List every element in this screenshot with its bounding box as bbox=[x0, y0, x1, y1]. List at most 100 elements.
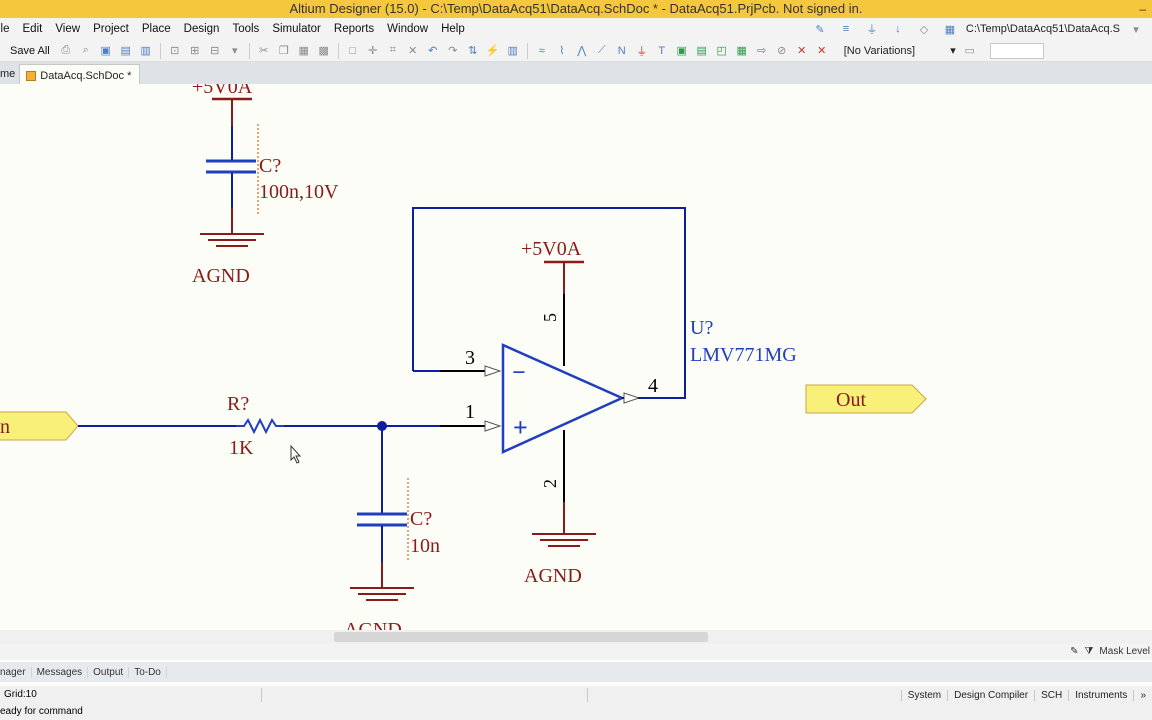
zoom-selected-icon[interactable]: ⊟ bbox=[210, 45, 220, 57]
status-field bbox=[262, 688, 588, 702]
variations-dropdown[interactable]: [No Variations] ▾ bbox=[840, 43, 960, 59]
tab-messages[interactable]: Messages bbox=[32, 666, 89, 678]
place-part-icon[interactable]: ▣ bbox=[676, 45, 687, 57]
top-cap-value: 100n,10V bbox=[259, 181, 339, 203]
place-wire-icon[interactable]: ≈ bbox=[538, 44, 545, 57]
menu-simulator[interactable]: Simulator bbox=[272, 23, 321, 35]
mask-controls: ✎ ⧩ Mask Level bbox=[1070, 646, 1150, 657]
clear-mask-icon[interactable]: ✎ bbox=[1070, 646, 1079, 657]
top-cap-designator: C? bbox=[259, 155, 281, 177]
undo-icon[interactable]: ↶ bbox=[428, 45, 438, 57]
separator bbox=[337, 42, 339, 59]
instruments-button[interactable]: Instruments bbox=[1068, 689, 1133, 701]
mouse-cursor-icon bbox=[290, 444, 302, 464]
sheet-entry-icon[interactable]: ◰ bbox=[716, 45, 727, 57]
folder-icon[interactable]: ▥ bbox=[140, 45, 151, 57]
status-bar: Grid:10 System Design Compiler SCH Instr… bbox=[0, 686, 1152, 704]
vcc-port-icon[interactable]: T bbox=[658, 44, 666, 57]
select-area-icon[interactable]: □ bbox=[349, 44, 357, 57]
chevron-down-icon[interactable]: ▾ bbox=[1133, 23, 1139, 36]
tab-to-do[interactable]: To-Do bbox=[129, 666, 167, 678]
tab-home[interactable]: me bbox=[0, 68, 16, 80]
main-toolbar: Save All ⎙ ⌕ ▣ ▤ ▥ ⊡ ⊞ ⊟ ▾ ✂ ❐ ▦ ▩ □ ✛ ⌗… bbox=[0, 40, 1152, 62]
offsheet-icon[interactable]: ⊘ bbox=[777, 45, 787, 57]
gnd-port-icon[interactable]: ⏚ bbox=[636, 45, 648, 58]
menu-view[interactable]: View bbox=[55, 23, 81, 35]
output-port[interactable] bbox=[805, 384, 927, 414]
bus-tool-icon[interactable]: ≡ bbox=[842, 23, 850, 35]
no-erc-icon[interactable]: ✕ bbox=[797, 45, 807, 57]
menu-window[interactable]: Window bbox=[387, 23, 429, 35]
netlabel-text-icon[interactable]: N bbox=[617, 44, 626, 57]
power-port-icon[interactable]: ⏚ bbox=[866, 24, 878, 36]
mask-level-button[interactable]: Mask Level bbox=[1099, 646, 1150, 657]
print-icon[interactable]: ⎙ bbox=[61, 44, 71, 56]
cross-probe-icon[interactable]: ⚡ bbox=[485, 45, 500, 57]
tab-manager[interactable]: nager bbox=[0, 666, 32, 678]
select-overlap-icon[interactable]: ⌗ bbox=[389, 44, 396, 56]
bottom-cap-value: 10n bbox=[410, 535, 440, 557]
input-port[interactable] bbox=[0, 411, 79, 441]
no-erc-alt-icon[interactable]: ✕ bbox=[817, 45, 827, 57]
menu-tools[interactable]: Tools bbox=[232, 23, 260, 35]
cut-icon[interactable]: ✂ bbox=[259, 45, 269, 57]
tab-dataacq-schdoc[interactable]: DataAcq.SchDoc * bbox=[19, 64, 141, 84]
schematic-canvas[interactable]: +5V0A C? 100n,10V AGND − + +5V0A bbox=[0, 84, 1152, 634]
opamp-pin-3: 3 bbox=[465, 347, 475, 369]
top-cap-power-label: +5V0A bbox=[192, 84, 253, 98]
scrollbar-thumb[interactable] bbox=[334, 632, 708, 642]
separator bbox=[526, 42, 528, 59]
pin-arrow-icon bbox=[623, 392, 641, 404]
system-button[interactable]: System bbox=[900, 689, 947, 701]
print-preview-icon[interactable]: ⌕ bbox=[82, 44, 89, 56]
menu-project[interactable]: Project bbox=[93, 23, 129, 35]
redo-icon[interactable]: ↷ bbox=[448, 45, 458, 57]
sch-button[interactable]: SCH bbox=[1034, 689, 1068, 701]
more-button[interactable]: » bbox=[1133, 689, 1152, 701]
variant-manager-icon[interactable]: ▭ bbox=[964, 45, 975, 57]
wire-tool-icon[interactable]: ✎ bbox=[815, 23, 825, 36]
zoom-dropdown-icon[interactable]: ▾ bbox=[231, 45, 238, 57]
horizontal-scrollbar[interactable] bbox=[0, 630, 1152, 644]
menu-place[interactable]: Place bbox=[141, 23, 171, 35]
directive-icon[interactable]: ◇ bbox=[919, 23, 929, 36]
opamp-plus-sign: + bbox=[513, 413, 528, 442]
resistor-designator: R? bbox=[227, 393, 249, 415]
menu-help[interactable]: Help bbox=[441, 23, 465, 35]
design-compiler-button[interactable]: Design Compiler bbox=[947, 689, 1034, 701]
menu-design[interactable]: Design bbox=[183, 23, 220, 35]
open-project-icon[interactable]: ▣ bbox=[100, 45, 111, 57]
device-sheet-icon[interactable]: ▦ bbox=[736, 45, 747, 57]
tab-output[interactable]: Output bbox=[88, 666, 130, 678]
sheet-symbol-icon[interactable]: ▤ bbox=[696, 45, 707, 57]
place-bus-icon[interactable]: ⌇ bbox=[559, 45, 565, 57]
browse-library-icon[interactable]: ▥ bbox=[507, 45, 518, 57]
zoom-area-icon[interactable]: ⊞ bbox=[190, 45, 200, 57]
open-doc-icon[interactable]: ▤ bbox=[120, 45, 131, 57]
opamp-minus-sign: − bbox=[512, 360, 526, 386]
move-icon[interactable]: ✛ bbox=[368, 45, 378, 57]
menu-file[interactable]: ile bbox=[0, 23, 10, 35]
net-label-icon[interactable]: ⟋ bbox=[597, 44, 606, 56]
port-icon[interactable]: ⇨ bbox=[757, 45, 767, 57]
copy-icon[interactable]: ❐ bbox=[278, 45, 289, 57]
filter-icon[interactable]: ⧩ bbox=[1084, 646, 1094, 657]
save-all-button[interactable]: Save All bbox=[10, 44, 50, 57]
zoom-fit-icon[interactable]: ⊡ bbox=[170, 45, 180, 57]
project-path[interactable]: C:\Temp\DataAcq51\DataAcq.S bbox=[965, 23, 1120, 35]
grid-icon[interactable]: ▦ bbox=[944, 23, 956, 36]
variations-value: [No Variations] bbox=[843, 44, 916, 57]
hierarchy-icon[interactable]: ⇅ bbox=[468, 45, 478, 57]
rubber-stamp-icon[interactable]: ▩ bbox=[318, 45, 329, 57]
separator bbox=[159, 42, 161, 59]
deselect-icon[interactable]: ✕ bbox=[408, 45, 418, 57]
pin-icon[interactable]: ↓ bbox=[895, 23, 901, 35]
bottom-cap-designator: C? bbox=[410, 508, 432, 530]
bus-entry-icon[interactable]: ⋀ bbox=[577, 45, 587, 57]
minimize-button[interactable]: – bbox=[1139, 2, 1146, 16]
paste-icon[interactable]: ▦ bbox=[298, 45, 309, 57]
menu-reports[interactable]: Reports bbox=[333, 23, 375, 35]
toolbar-field[interactable] bbox=[989, 42, 1044, 59]
menu-edit[interactable]: Edit bbox=[22, 23, 43, 35]
